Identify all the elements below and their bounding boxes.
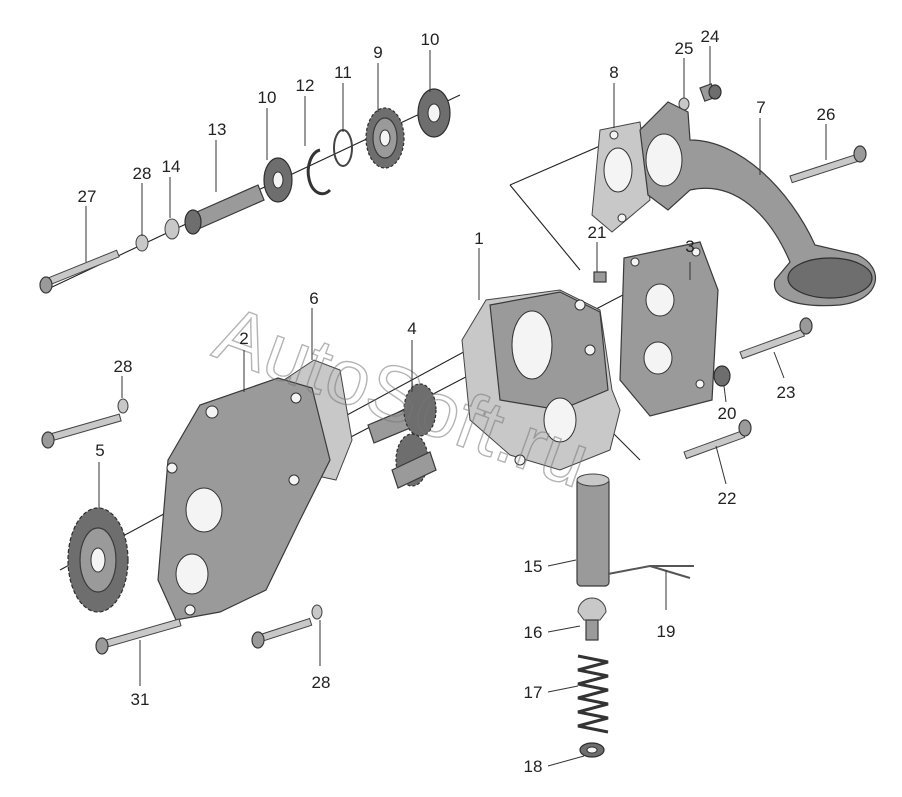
bolt-22 [683, 419, 752, 460]
callout-22: 22 [718, 489, 737, 508]
callout-18: 18 [524, 757, 543, 776]
callout-24: 24 [701, 27, 720, 46]
callout-28-left: 28 [114, 357, 133, 376]
callout-16: 16 [524, 623, 543, 642]
callout-2: 2 [239, 329, 248, 348]
callout-13: 13 [208, 120, 227, 139]
callout-10-left: 10 [258, 88, 277, 107]
callout-17: 17 [524, 683, 543, 702]
callout-7: 7 [756, 98, 765, 117]
callout-8: 8 [609, 63, 618, 82]
pipe-axis-link [509, 184, 581, 271]
drive-gear-5 [67, 507, 129, 613]
snap-ring-12 [306, 148, 332, 196]
callout-21: 21 [588, 223, 607, 242]
suction-pipe-7 [639, 101, 876, 307]
washer-28-upper [135, 234, 149, 252]
cotter-pin-19 [607, 565, 694, 579]
gasket-8 [591, 121, 651, 233]
valve-plunger-15 [576, 473, 610, 587]
callout-26: 26 [817, 105, 836, 124]
callout-1: 1 [474, 229, 483, 248]
callout-19: 19 [657, 622, 676, 641]
pump-gears-4 [367, 383, 437, 489]
callout-9: 9 [373, 43, 382, 62]
callout-28-lower: 28 [312, 673, 331, 692]
callout-5: 5 [95, 441, 104, 460]
spring-17 [577, 654, 609, 734]
thin-ring-11 [333, 129, 353, 167]
callout-31: 31 [131, 690, 150, 709]
callout-11: 11 [334, 63, 352, 82]
callout-15: 15 [524, 557, 543, 576]
bolt-24 [699, 83, 722, 102]
callout-3: 3 [685, 237, 694, 256]
callout-10-right: 10 [421, 30, 440, 49]
washer-28-lower [311, 604, 323, 620]
gear-9 [365, 107, 405, 169]
callout-27: 27 [78, 187, 97, 206]
callout-23: 23 [777, 383, 796, 402]
bolt-left-upper [41, 413, 122, 449]
callout-20: 20 [718, 404, 737, 423]
callout-25: 25 [675, 39, 694, 58]
nut-20 [713, 365, 731, 387]
bolt-23 [739, 317, 813, 360]
callout-labels: 1 2 3 4 5 6 7 8 9 10 10 11 12 13 14 15 1… [78, 27, 836, 776]
bolt-lower-right [251, 617, 313, 649]
ball-valve-16 [577, 597, 607, 641]
bolt-31 [95, 618, 182, 655]
cover-plate-3 [619, 241, 719, 417]
o-ring-14 [164, 218, 180, 240]
callout-6: 6 [309, 289, 318, 308]
callout-28-upper: 28 [133, 164, 152, 183]
washer-28-left [117, 398, 129, 414]
leader-lines [85, 46, 827, 767]
callout-12: 12 [296, 76, 315, 95]
drive-shaft-13 [184, 184, 265, 235]
bearing-10-right [417, 88, 451, 138]
long-bolt-27 [39, 249, 120, 294]
washer-18 [579, 742, 605, 758]
pump-housing-2 [157, 377, 331, 621]
bolt-26 [789, 145, 867, 184]
bearing-10-left [263, 157, 293, 203]
callout-4: 4 [407, 319, 416, 338]
pump-body-1 [461, 289, 621, 471]
callout-14: 14 [162, 157, 181, 176]
bolt-21 [593, 271, 607, 283]
